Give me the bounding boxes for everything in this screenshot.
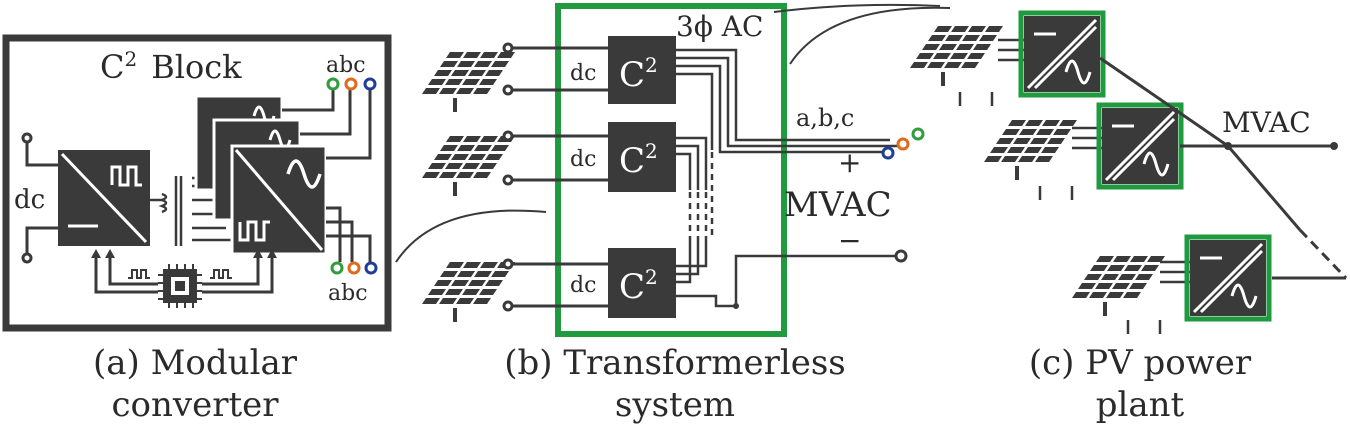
- inverter-icon: [1018, 10, 1106, 98]
- three-phase-ac-label: 3ϕ AC: [676, 10, 763, 43]
- solar-panel-icon: [984, 120, 1077, 180]
- terminal-c-out: [881, 146, 895, 160]
- c2-block-3: [608, 248, 676, 318]
- abc-output-wires-top: [282, 88, 372, 160]
- terminal-c-top: [363, 77, 377, 91]
- terminal-c-bottom: [364, 261, 378, 275]
- terminal-b-bottom: [347, 261, 361, 275]
- dc-ac-converter: [58, 150, 150, 246]
- caption-b-line2: system: [614, 385, 736, 425]
- c2-block-2-label: C2: [619, 139, 658, 181]
- caption-b-line1: (b) Transformerless: [504, 343, 846, 383]
- pwm-pulse-icons: [128, 269, 232, 279]
- abc-label-top: abc: [326, 53, 366, 78]
- plus-label: +: [838, 146, 861, 179]
- dc-terminals: [21, 132, 58, 264]
- mvac-label-b: MVAC: [784, 185, 892, 225]
- minus-label: −: [838, 224, 861, 257]
- bus-continuation-dashes: [688, 152, 714, 240]
- terminal-a-top: [326, 77, 340, 91]
- dc-label-a: dc: [14, 185, 45, 215]
- h-bridge-stack: [194, 94, 328, 256]
- control-arrow-heads: [91, 249, 277, 258]
- mvac-terminal: [1330, 142, 1338, 150]
- zoom-pointer-b2: [773, 3, 941, 13]
- mv-line-dashed: [1298, 228, 1348, 280]
- c2-block-3-label: C2: [619, 265, 658, 307]
- abc-label-b: a,b,c: [796, 104, 854, 132]
- control-signal-arrows: [94, 258, 274, 294]
- abc-output-wires-bottom: [326, 206, 372, 262]
- c2-block-2: [608, 122, 676, 192]
- solar-panel-icon: [422, 136, 515, 196]
- panel-c-pv-power-plant: MVAC: [910, 10, 1348, 334]
- caption-c-line2: plant: [1095, 385, 1185, 425]
- solar-panel-icon: [1072, 256, 1165, 316]
- mvac-junction: [1224, 142, 1232, 150]
- caption-a-line2: converter: [111, 385, 279, 425]
- zoom-pointer-b: [789, 6, 951, 65]
- mvac-label-c: MVAC: [1222, 106, 1311, 139]
- terminal-b-top: [344, 77, 358, 91]
- terminal-neutral-out: [894, 249, 908, 263]
- panel-b-transformerless-system: dc dc dc C2 C2 C2: [422, 3, 951, 337]
- transformerless-frame: [555, 3, 787, 337]
- dc-label-b3: dc: [570, 273, 596, 298]
- dc-label-b1: dc: [570, 61, 596, 86]
- caption-a: (a) Modular converter: [40, 342, 350, 426]
- dc-label-b2: dc: [570, 147, 596, 172]
- caption-c: (c) PV power plant: [1000, 342, 1280, 426]
- inverter-icon: [1184, 234, 1272, 322]
- bus-junction: [733, 303, 739, 309]
- caption-b: (b) Transformerless system: [490, 342, 860, 426]
- abc-label-bottom: abc: [328, 281, 368, 306]
- c2-block-1-label: C2: [619, 53, 658, 95]
- solar-panel-icon: [422, 262, 515, 322]
- solar-panel-icon: [910, 26, 1003, 86]
- terminal-b-out: [896, 137, 910, 151]
- terminal-a-out: [911, 127, 925, 141]
- microchip-icon: [158, 264, 202, 308]
- dc-terminal-dots-b: [502, 42, 514, 312]
- c2-block-1: [608, 36, 676, 104]
- inverter-icon: [1096, 102, 1184, 190]
- caption-c-line1: (c) PV power: [1028, 343, 1252, 383]
- caption-a-line1: (a) Modular: [93, 343, 297, 383]
- solar-panel-icon: [422, 52, 515, 112]
- terminal-a-bottom: [330, 261, 344, 275]
- three-phase-bus: [676, 48, 900, 308]
- c2-block-frame: [2, 34, 392, 332]
- zoom-pointer-a: [395, 209, 547, 263]
- dc-feeds-b: [512, 46, 608, 308]
